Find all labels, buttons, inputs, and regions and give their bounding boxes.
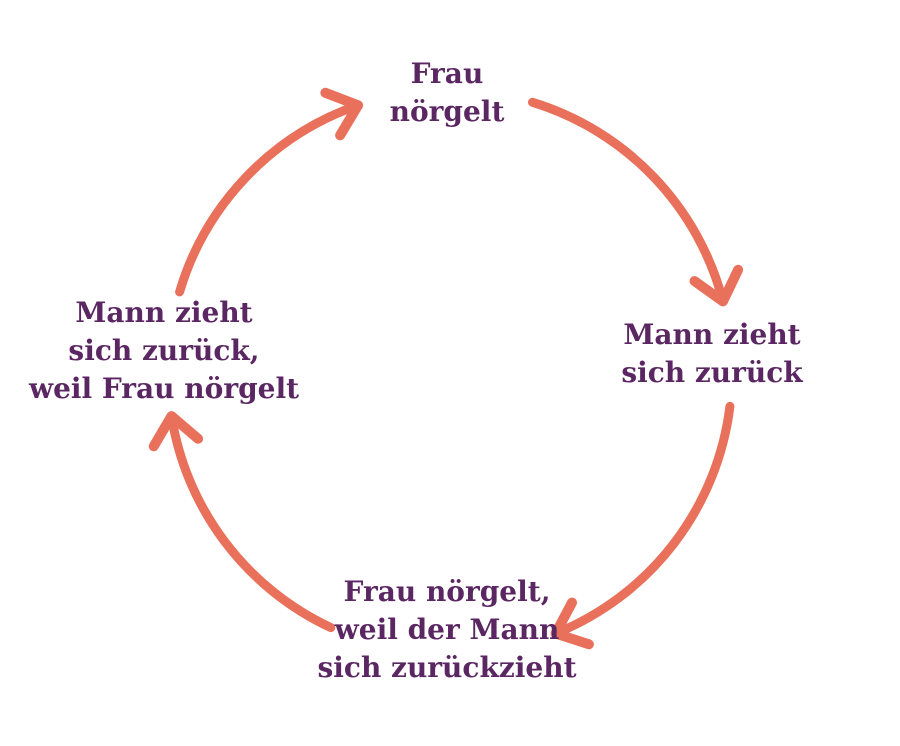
node-frau-noergelt-weil-mann-zurueckzieht: Frau nörgelt, weil der Mann sich zurückz… xyxy=(317,574,577,685)
node-frau-noergelt: Frau nörgelt xyxy=(389,56,505,128)
arrow-left-to-top-icon xyxy=(175,87,364,297)
node-mann-zieht-sich-zurueck-weil-frau-noergelt: Mann zieht sich zurück, weil Frau nörgel… xyxy=(28,295,300,406)
arrow-right-to-bottom-icon xyxy=(550,401,735,650)
node-mann-zieht-sich-zurueck: Mann zieht sich zurück xyxy=(621,317,803,389)
arrow-bottom-to-left-icon xyxy=(148,411,336,633)
arrow-top-to-right-icon xyxy=(528,97,744,307)
